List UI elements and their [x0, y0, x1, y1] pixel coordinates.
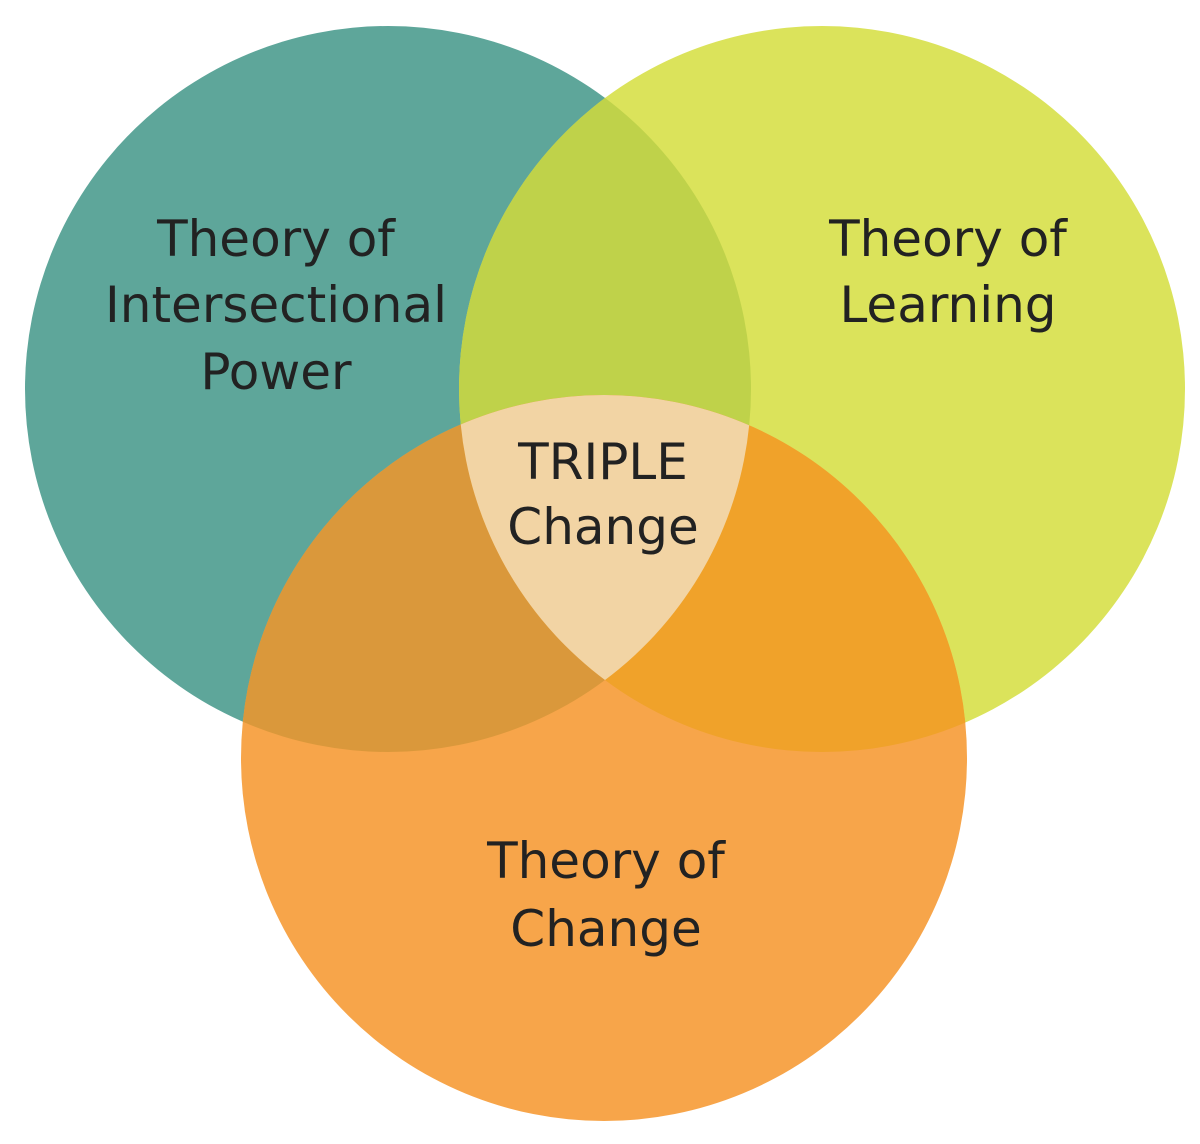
label-intersectional-power: Theory of Intersectional Power [105, 210, 447, 401]
overlap-learning-change [459, 395, 967, 752]
label-power-line-3: Power [200, 343, 352, 401]
label-learning-line-1: Theory of [828, 210, 1068, 268]
label-change-line-2: Change [510, 900, 701, 958]
label-power-line-2: Intersectional [105, 276, 447, 334]
label-triple-line-2: Change [507, 498, 698, 556]
label-change-line-1: Theory of [486, 832, 726, 890]
label-learning-line-2: Learning [839, 276, 1056, 334]
label-triple-line-1: TRIPLE [517, 433, 688, 491]
label-power-line-1: Theory of [156, 210, 396, 268]
label-triple-change: TRIPLE Change [507, 433, 698, 556]
label-learning: Theory of Learning [828, 210, 1068, 334]
overlap-power-change [241, 395, 751, 752]
label-change: Theory of Change [486, 832, 726, 958]
